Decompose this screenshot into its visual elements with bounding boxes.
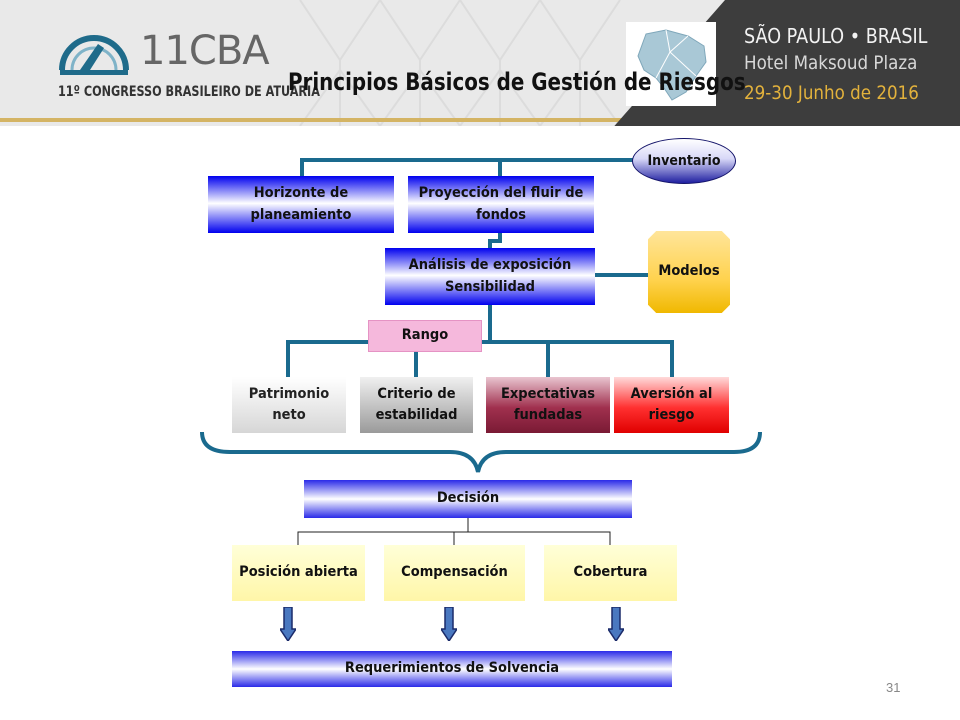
decision-node: Decisión [304, 480, 632, 518]
requerimientos-node: Requerimientos de Solvencia [232, 651, 672, 687]
logo-subtitle: 11º CONGRESSO BRASILEIRO DE ATUÁRIA [58, 84, 320, 100]
aversion-label-line2: riesgo [648, 407, 695, 423]
down-arrow-icon [441, 607, 457, 641]
posicion-node: Posición abierta [232, 545, 365, 601]
connector-proyeccion-analisis [488, 233, 502, 248]
posicion-label: Posición abierta [239, 564, 358, 581]
grouping-brace [200, 431, 762, 473]
event-venue: Hotel Maksoud Plaza [744, 52, 918, 74]
logo-name: 11CBA [140, 28, 270, 74]
header-accent-line [0, 118, 640, 122]
brazil-map-logo [626, 22, 716, 106]
expectativas-label-line2: fundadas [513, 407, 583, 423]
expectativas-node: Expectativas fundadas [486, 377, 610, 433]
rango-node: Rango [368, 320, 482, 352]
modelos-label: Modelos [658, 263, 720, 280]
down-arrow-icon [608, 607, 624, 641]
decision-label: Decisión [436, 490, 500, 507]
proyeccion-node: Proyección del fluir de fondos [408, 176, 594, 233]
inventario-node: Inventario [632, 138, 736, 184]
criterio-label-line1: Criterio de [377, 385, 456, 402]
aversion-label-line1: Aversión al [630, 385, 713, 402]
expectativas-label-line1: Expectativas [500, 385, 596, 402]
analisis-node: Análisis de exposición Sensibilidad [385, 248, 595, 305]
page-number: 31 [886, 680, 901, 695]
event-location: SÃO PAULO • BRASIL [744, 24, 928, 48]
slide-header: 11CBA 11º CONGRESSO BRASILEIRO DE ATUÁRI… [0, 0, 960, 126]
proyeccion-label-line1: Proyección del fluir de [418, 185, 584, 202]
inventario-label: Inventario [647, 152, 721, 169]
cba-logo-icon [59, 35, 129, 75]
criterio-node: Criterio de estabilidad [360, 377, 473, 433]
modelos-node: Modelos [648, 231, 730, 313]
horizonte-node: Horizonte de planeamiento [208, 176, 394, 233]
event-date: 29-30 Junho de 2016 [744, 82, 919, 104]
proyeccion-label-line2: fondos [475, 206, 526, 223]
brazil-map-icon [637, 29, 707, 101]
connector-top-bar [300, 158, 640, 176]
horizonte-label-line1: Horizonte de [253, 185, 349, 202]
patrimonio-label-line2: neto [272, 407, 306, 423]
patrimonio-label-line1: Patrimonio [248, 385, 330, 402]
compensacion-node: Compensación [384, 545, 525, 601]
slide-title: Principios Básicos de Gestión de Riesgos [288, 68, 746, 96]
horizonte-label-line2: planeamiento [250, 206, 352, 223]
cobertura-label: Cobertura [573, 564, 648, 581]
rango-label: Rango [401, 327, 449, 344]
criterio-label-line2: estabilidad [375, 407, 458, 423]
patrimonio-node: Patrimonio neto [232, 377, 346, 433]
header-pattern [299, 0, 621, 126]
requerimientos-label: Requerimientos de Solvencia [344, 660, 560, 677]
aversion-node: Aversión al riesgo [614, 377, 729, 433]
cobertura-node: Cobertura [544, 545, 677, 601]
compensacion-label: Compensación [401, 564, 508, 581]
down-arrow-icon [280, 607, 296, 641]
analisis-label-line1: Análisis de exposición [408, 257, 572, 274]
analisis-label-line2: Sensibilidad [444, 278, 535, 295]
